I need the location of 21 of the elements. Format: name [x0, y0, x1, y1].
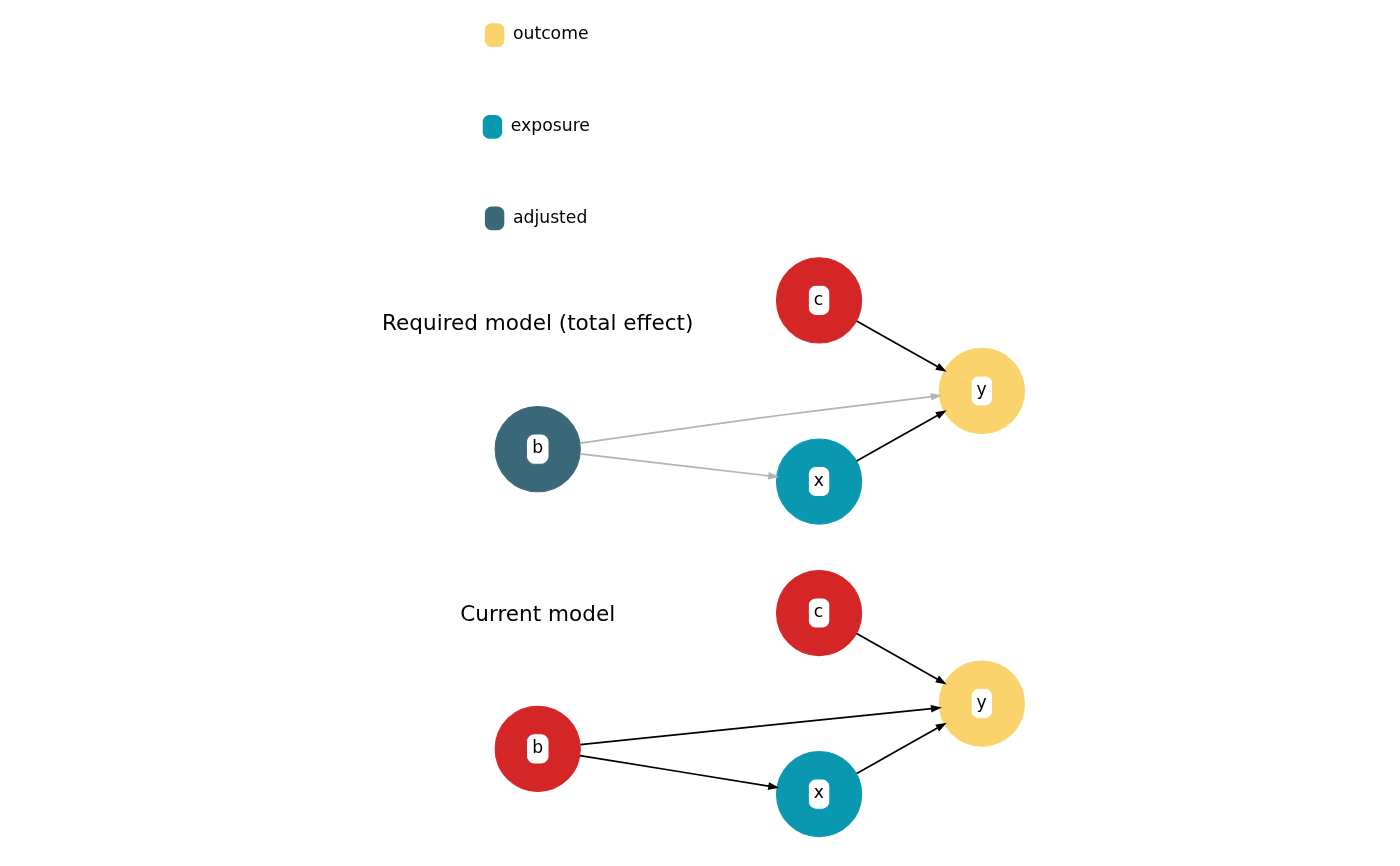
node-circle: b: [494, 406, 581, 493]
label: Required model (total effect): [381, 309, 693, 335]
arrow: [578, 453, 779, 480]
legend-label: adjusted: [512, 206, 587, 227]
legend-label: outcome: [512, 23, 589, 44]
arrow: [578, 754, 779, 790]
node-circle: x: [775, 751, 862, 838]
arrow: [855, 722, 947, 775]
arrow: [855, 320, 947, 372]
arrow: [855, 410, 947, 462]
node-circle: y: [938, 660, 1025, 747]
label: Current model: [459, 600, 615, 626]
arrow: [578, 392, 942, 444]
legend-label: exposure: [510, 114, 590, 135]
node-circle: c: [775, 257, 862, 344]
node-circle: b: [494, 705, 581, 792]
node-circle: c: [775, 569, 862, 657]
node-circle: y: [938, 347, 1025, 435]
node-circle: x: [775, 438, 862, 525]
arrow: [579, 704, 942, 746]
arrow: [855, 632, 947, 685]
